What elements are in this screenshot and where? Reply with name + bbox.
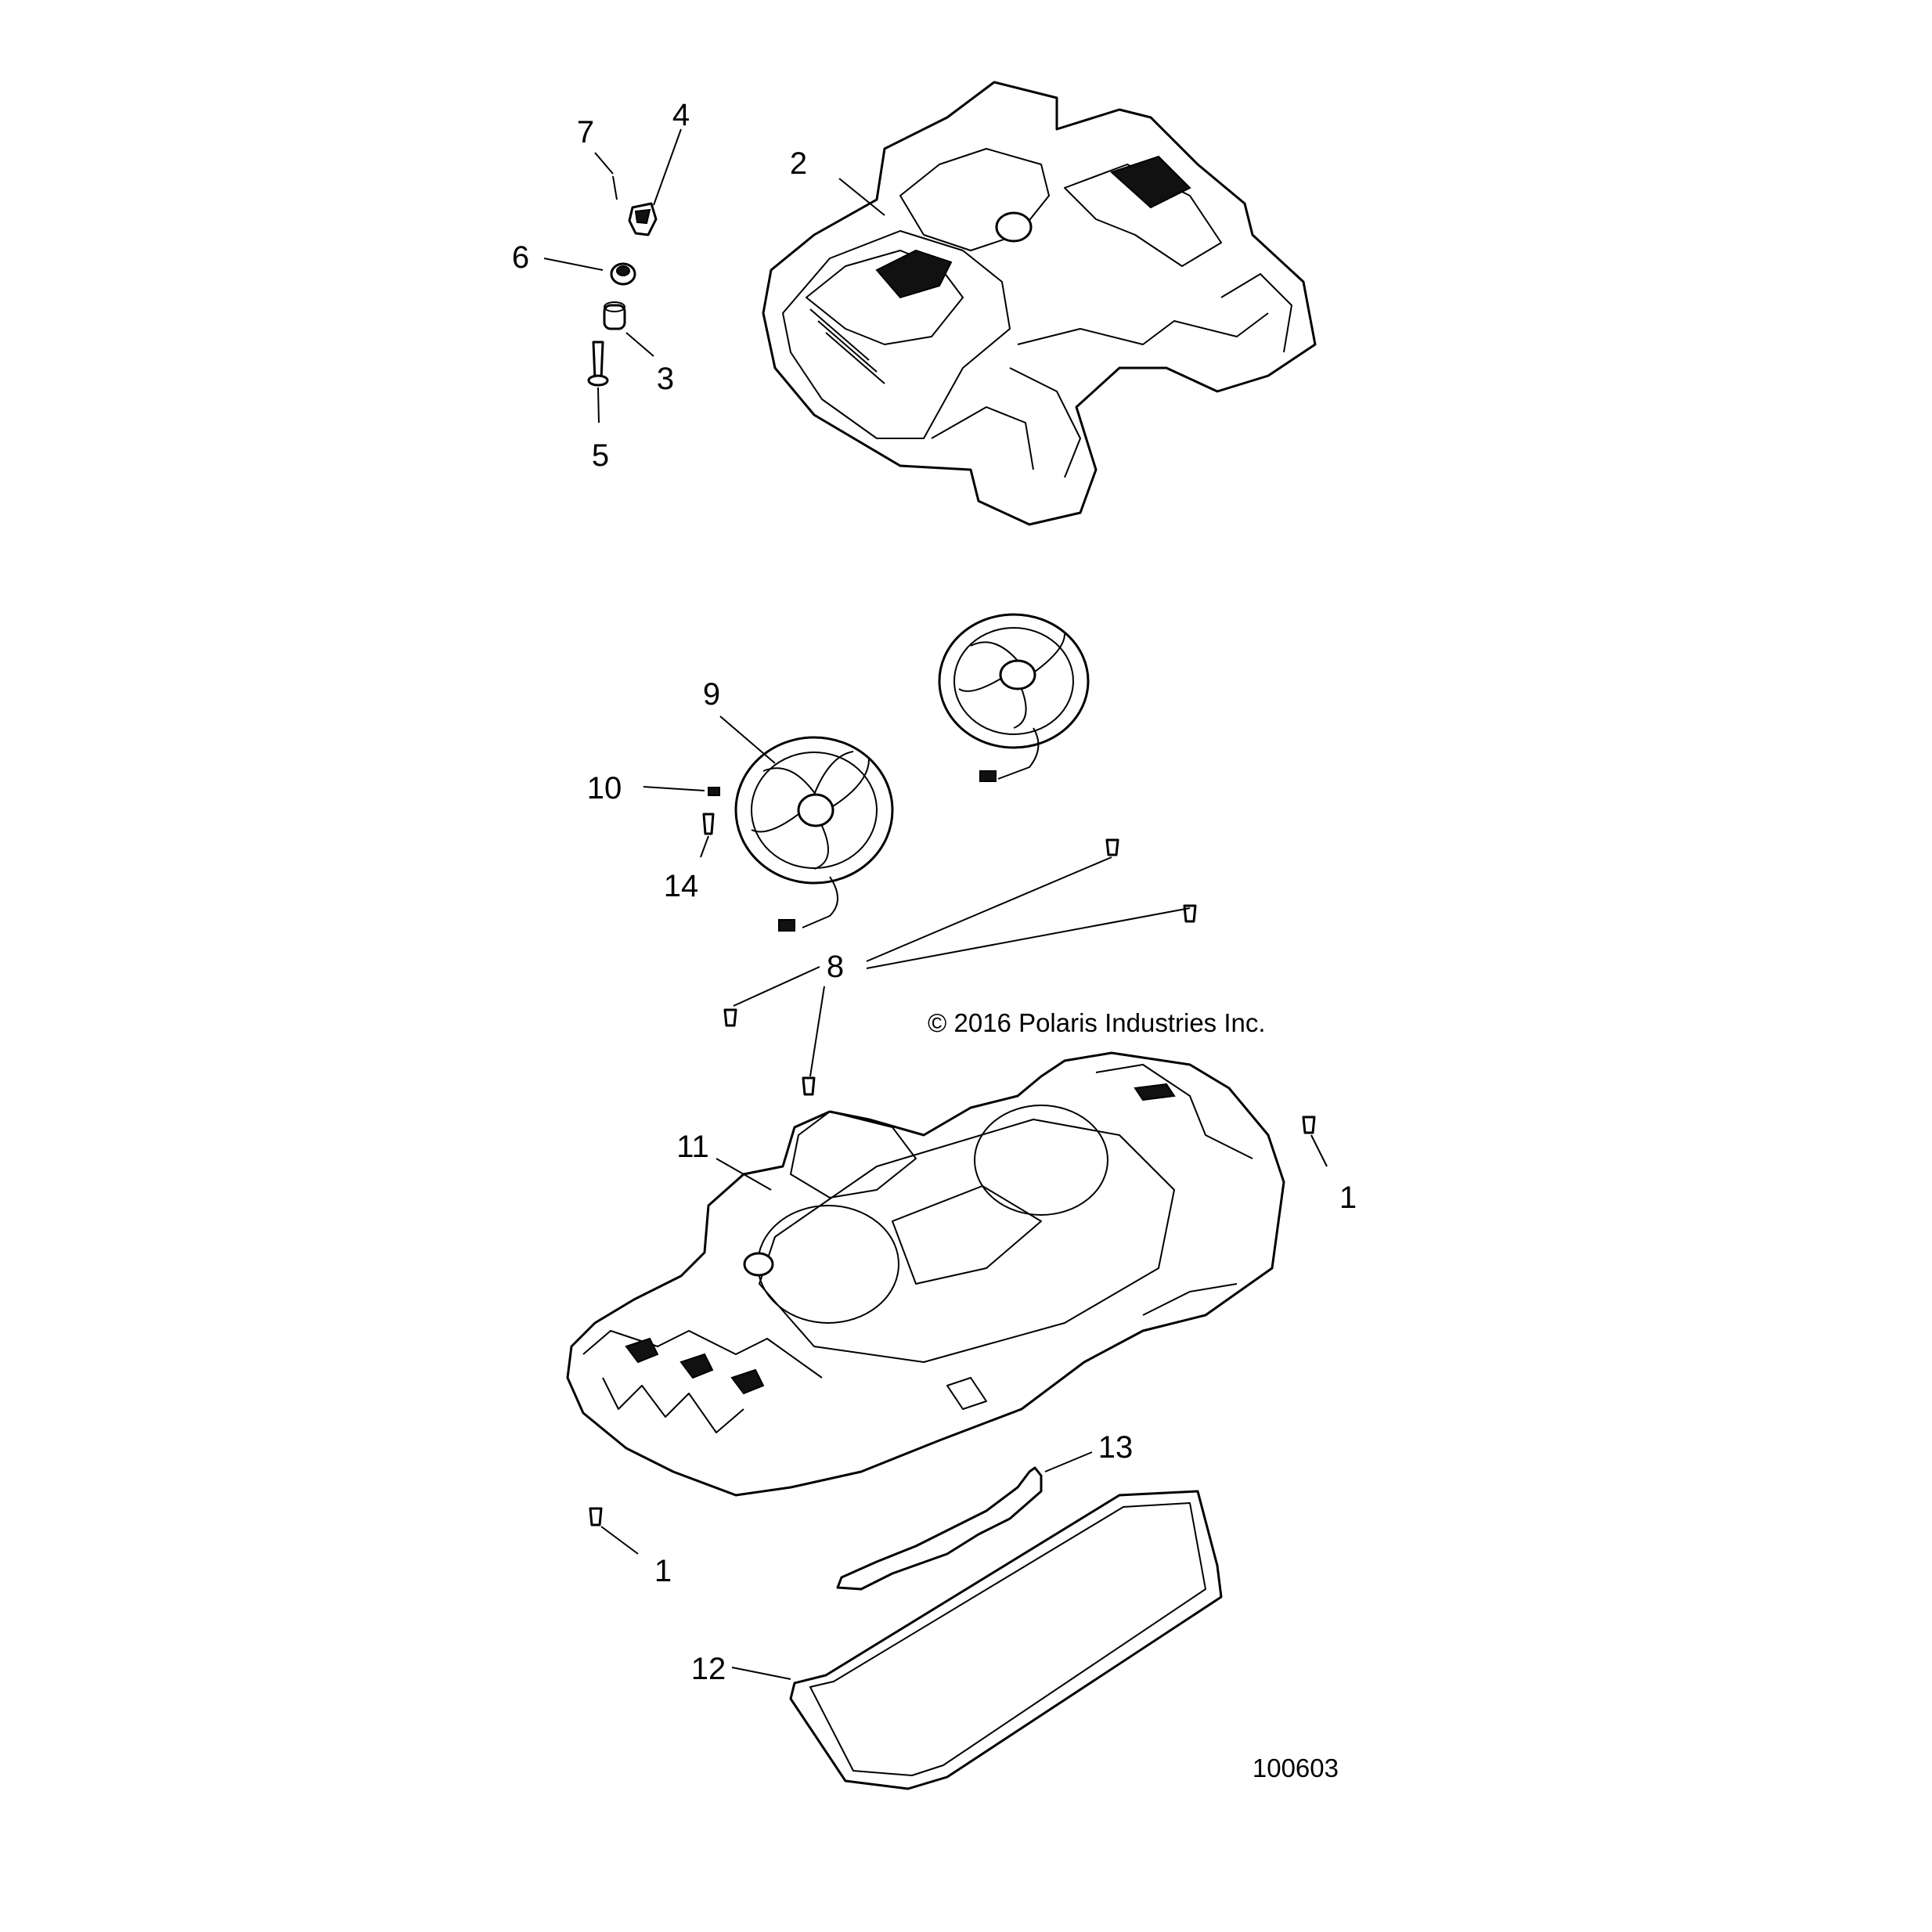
figure-id: 100603 (1253, 1754, 1339, 1782)
storage-seal (789, 1490, 1223, 1790)
callout-2: 2 (790, 146, 807, 181)
callout-1-lower: 1 (654, 1554, 672, 1588)
upper-body-panel (762, 81, 1317, 526)
callout-6: 6 (512, 240, 529, 275)
lower-body-panel (566, 1051, 1285, 1497)
callout-1-upper: 1 (1339, 1180, 1357, 1215)
callout-14: 14 (664, 869, 699, 903)
hardware-stack (587, 175, 658, 387)
strip-13 (836, 1466, 1043, 1591)
callout-10: 10 (587, 771, 622, 806)
callout-3: 3 (657, 362, 674, 396)
screw-1a (1302, 1116, 1316, 1134)
callout-5: 5 (592, 438, 609, 473)
callout-12: 12 (691, 1652, 726, 1686)
nut-10 (708, 787, 720, 796)
callout-11: 11 (676, 1130, 709, 1164)
pin-7 (612, 175, 618, 200)
callout-8: 8 (827, 950, 844, 984)
copyright-notice: © 2016 Polaris Industries Inc. (928, 1008, 1266, 1037)
screw-8a (1105, 838, 1119, 856)
callout-4: 4 (672, 98, 690, 132)
callout-9: 9 (703, 677, 720, 712)
callout-7: 7 (577, 115, 594, 150)
callout-labels: 7 4 2 6 3 5 9 10 14 8 © 2016 Polaris Ind… (512, 98, 1357, 1782)
screw-14 (702, 813, 715, 835)
screw-8c (723, 1008, 737, 1027)
fasteners (589, 787, 1316, 1526)
screw-1b (589, 1507, 603, 1526)
spacer-3 (603, 304, 626, 330)
screw-8b (1183, 904, 1197, 923)
callout-13: 13 (1098, 1430, 1134, 1465)
fan-assembly-right (938, 613, 1090, 782)
leader-lines (543, 128, 1328, 1680)
fan-assembly-left (734, 736, 894, 932)
screw-8d (802, 1076, 816, 1096)
bolt-5 (592, 341, 604, 381)
